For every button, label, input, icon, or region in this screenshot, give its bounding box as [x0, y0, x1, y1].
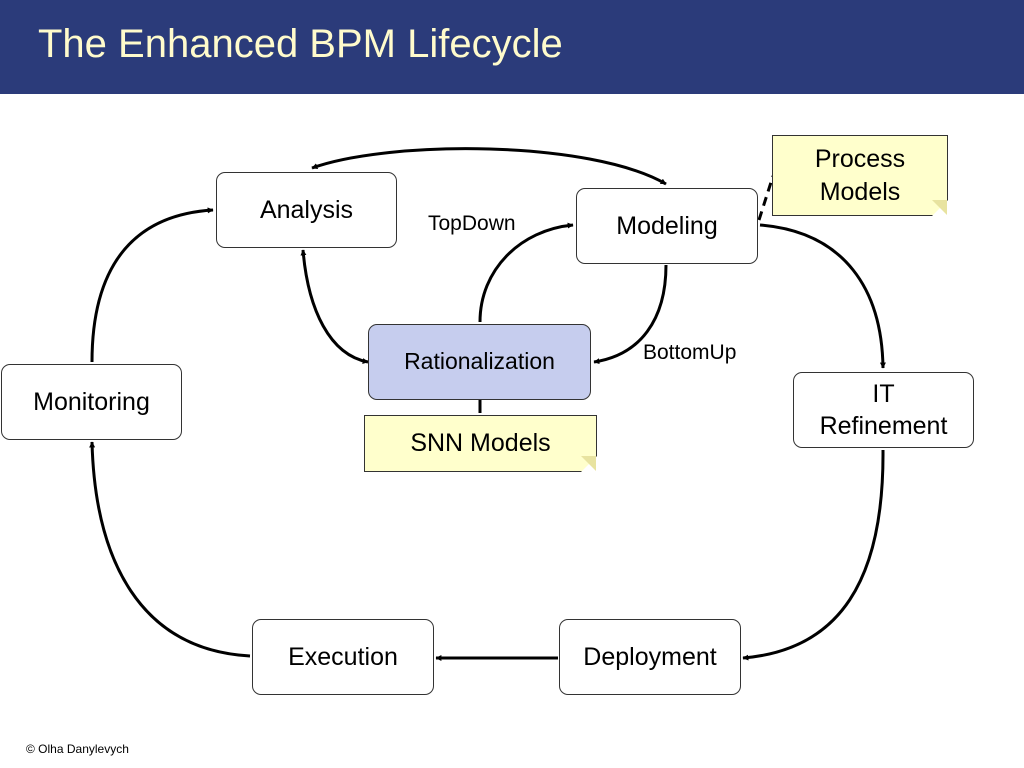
- note-process-models-line2: Models: [819, 177, 901, 206]
- node-execution-label: Execution: [288, 642, 398, 671]
- arrow-monitoring-analysis: [90, 207, 214, 363]
- label-topdown: TopDown: [428, 212, 516, 235]
- node-it-refinement[interactable]: IT Refinement: [793, 372, 974, 448]
- node-it-refinement-line2: Refinement: [819, 412, 948, 440]
- node-monitoring-label: Monitoring: [33, 387, 150, 416]
- arrow-execution-monitoring: [89, 441, 251, 658]
- note-process-models-label: Process Models: [815, 143, 905, 208]
- slide-title: The Enhanced BPM Lifecycle: [38, 22, 563, 66]
- arrow-analysis-rationalization: [300, 249, 369, 364]
- label-bottomup: BottomUp: [643, 341, 737, 364]
- arrow-analysis-modeling: [311, 147, 667, 186]
- connector-process-models: [757, 175, 775, 221]
- node-deployment-label: Deployment: [583, 642, 717, 671]
- copyright-footer: © Olha Danylevych: [26, 742, 129, 756]
- node-modeling[interactable]: Modeling: [576, 188, 758, 264]
- arrow-bottomup: [593, 264, 668, 365]
- node-analysis-label: Analysis: [259, 195, 354, 224]
- arrow-topdown: [478, 222, 574, 323]
- node-deployment[interactable]: Deployment: [559, 619, 741, 695]
- arrow-modeling-it-refinement: [759, 223, 886, 369]
- note-fold-process-models: [932, 200, 947, 215]
- note-snn-models-label: SNN Models: [410, 429, 551, 458]
- node-execution[interactable]: Execution: [252, 619, 434, 695]
- note-snn-models: SNN Models: [364, 415, 597, 472]
- node-analysis[interactable]: Analysis: [216, 172, 397, 248]
- node-rationalization-label: Rationalization: [404, 348, 555, 375]
- arrow-it-refinement-deployment: [742, 449, 885, 661]
- node-it-refinement-line1: IT: [872, 379, 895, 408]
- note-process-models: Process Models: [772, 135, 948, 216]
- node-it-refinement-label: IT Refinement: [820, 378, 948, 443]
- node-rationalization[interactable]: Rationalization: [368, 324, 591, 400]
- title-bar: The Enhanced BPM Lifecycle: [0, 0, 1024, 94]
- note-fold-snn-models: [581, 456, 596, 471]
- note-process-models-line1: Process: [814, 145, 906, 173]
- node-modeling-label: Modeling: [616, 211, 718, 240]
- node-monitoring[interactable]: Monitoring: [1, 364, 182, 440]
